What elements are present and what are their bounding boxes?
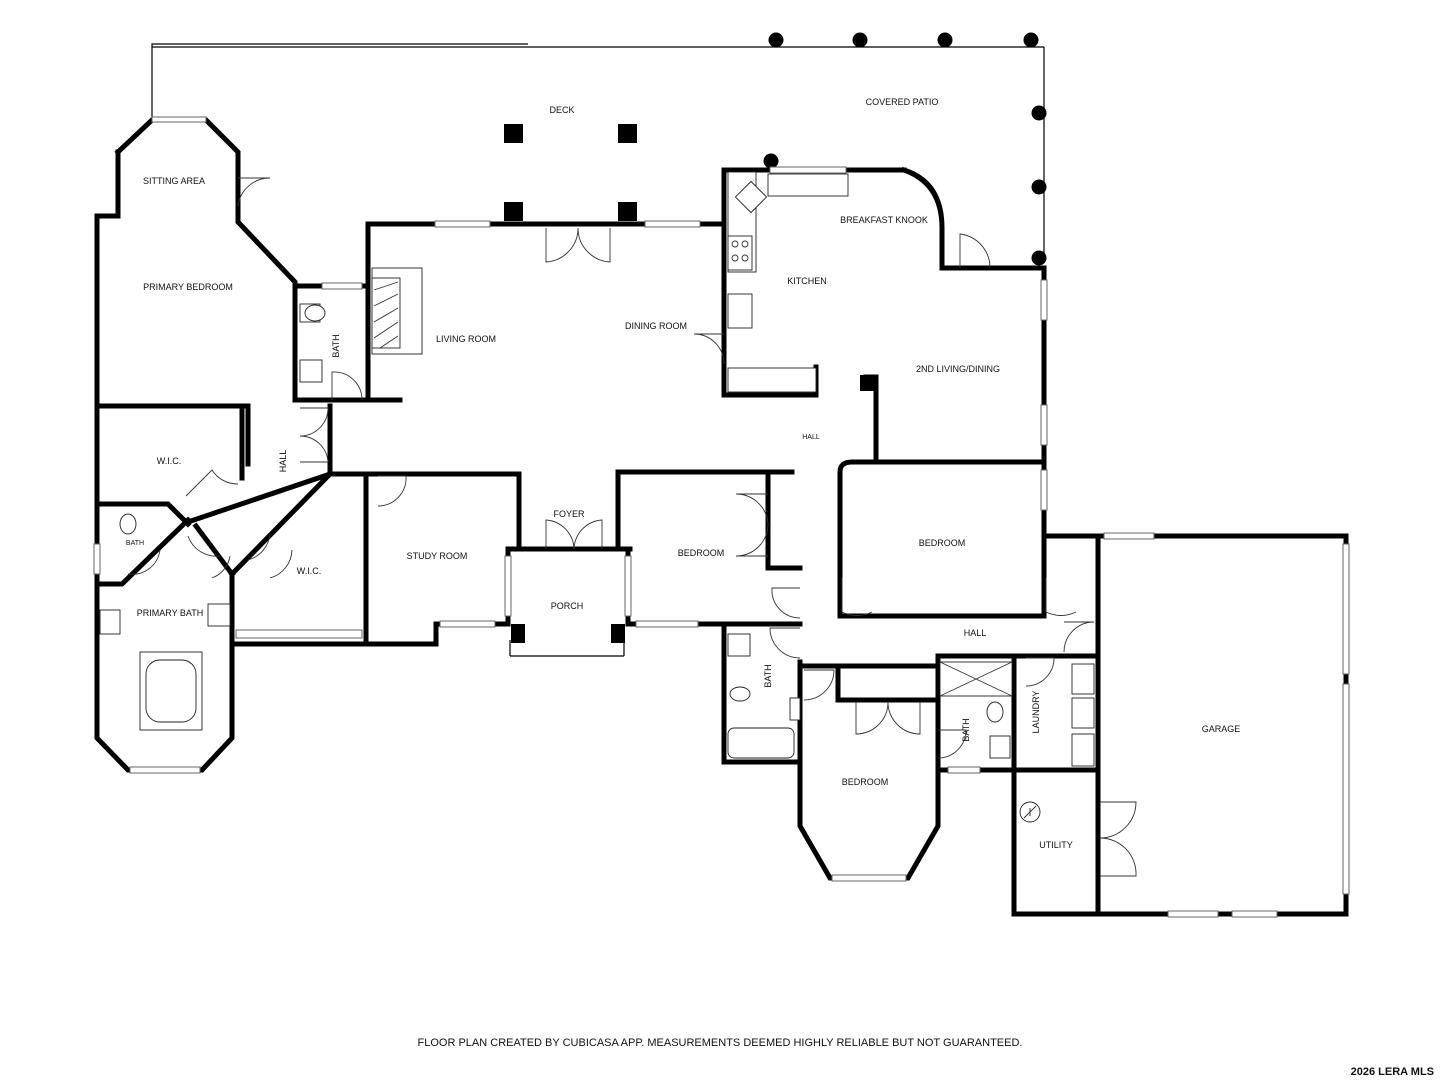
label-bath-small: BATH — [126, 540, 144, 547]
patio-posts — [763, 32, 1047, 266]
label-covered-patio: COVERED PATIO — [866, 97, 939, 107]
label-bath-3: BATH — [961, 718, 971, 741]
label-utility: UTILITY — [1039, 840, 1073, 850]
walls — [94, 117, 1349, 917]
windows — [93, 116, 1350, 918]
label-dining-room: DINING ROOM — [625, 321, 687, 331]
label-bedroom-2: BEDROOM — [919, 538, 966, 548]
label-bath-2: BATH — [763, 664, 773, 687]
label-living-room: LIVING ROOM — [436, 334, 496, 344]
label-garage: GARAGE — [1202, 724, 1241, 734]
label-deck: DECK — [549, 105, 574, 115]
room-labels: DECK COVERED PATIO SITTING AREA BREAKFAS… — [126, 97, 1240, 850]
fixtures — [99, 171, 1095, 823]
mls-credit: 2026 LERA MLS — [1350, 1066, 1434, 1078]
label-study-room: STUDY ROOM — [407, 551, 468, 561]
label-foyer: FOYER — [553, 509, 585, 519]
label-bath-primary-wc: BATH — [331, 334, 341, 357]
label-bedroom-3: BEDROOM — [842, 777, 889, 787]
deck-posts — [504, 124, 876, 643]
label-breakfast-knook: BREAKFAST KNOOK — [840, 215, 928, 225]
label-porch: PORCH — [551, 601, 584, 611]
deck-outline — [151, 43, 1045, 262]
label-hall-center: HALL — [802, 434, 820, 441]
disclaimer-text: FLOOR PLAN CREATED BY CUBICASA APP. MEAS… — [417, 1037, 1023, 1049]
label-hall-east: HALL — [964, 628, 987, 638]
label-hall-west: HALL — [278, 450, 288, 473]
label-primary-bedroom: PRIMARY BEDROOM — [143, 282, 233, 292]
label-laundry: LAUNDRY — [1031, 691, 1041, 734]
label-wic-1: W.I.C. — [157, 456, 182, 466]
label-wic-2: W.I.C. — [297, 566, 322, 576]
doors — [127, 177, 1137, 877]
label-sitting-area: SITTING AREA — [143, 176, 205, 186]
label-bedroom-1: BEDROOM — [678, 548, 725, 558]
label-kitchen: KITCHEN — [787, 276, 827, 286]
label-primary-bath: PRIMARY BATH — [137, 608, 204, 618]
label-second-living: 2ND LIVING/DINING — [916, 364, 1000, 374]
